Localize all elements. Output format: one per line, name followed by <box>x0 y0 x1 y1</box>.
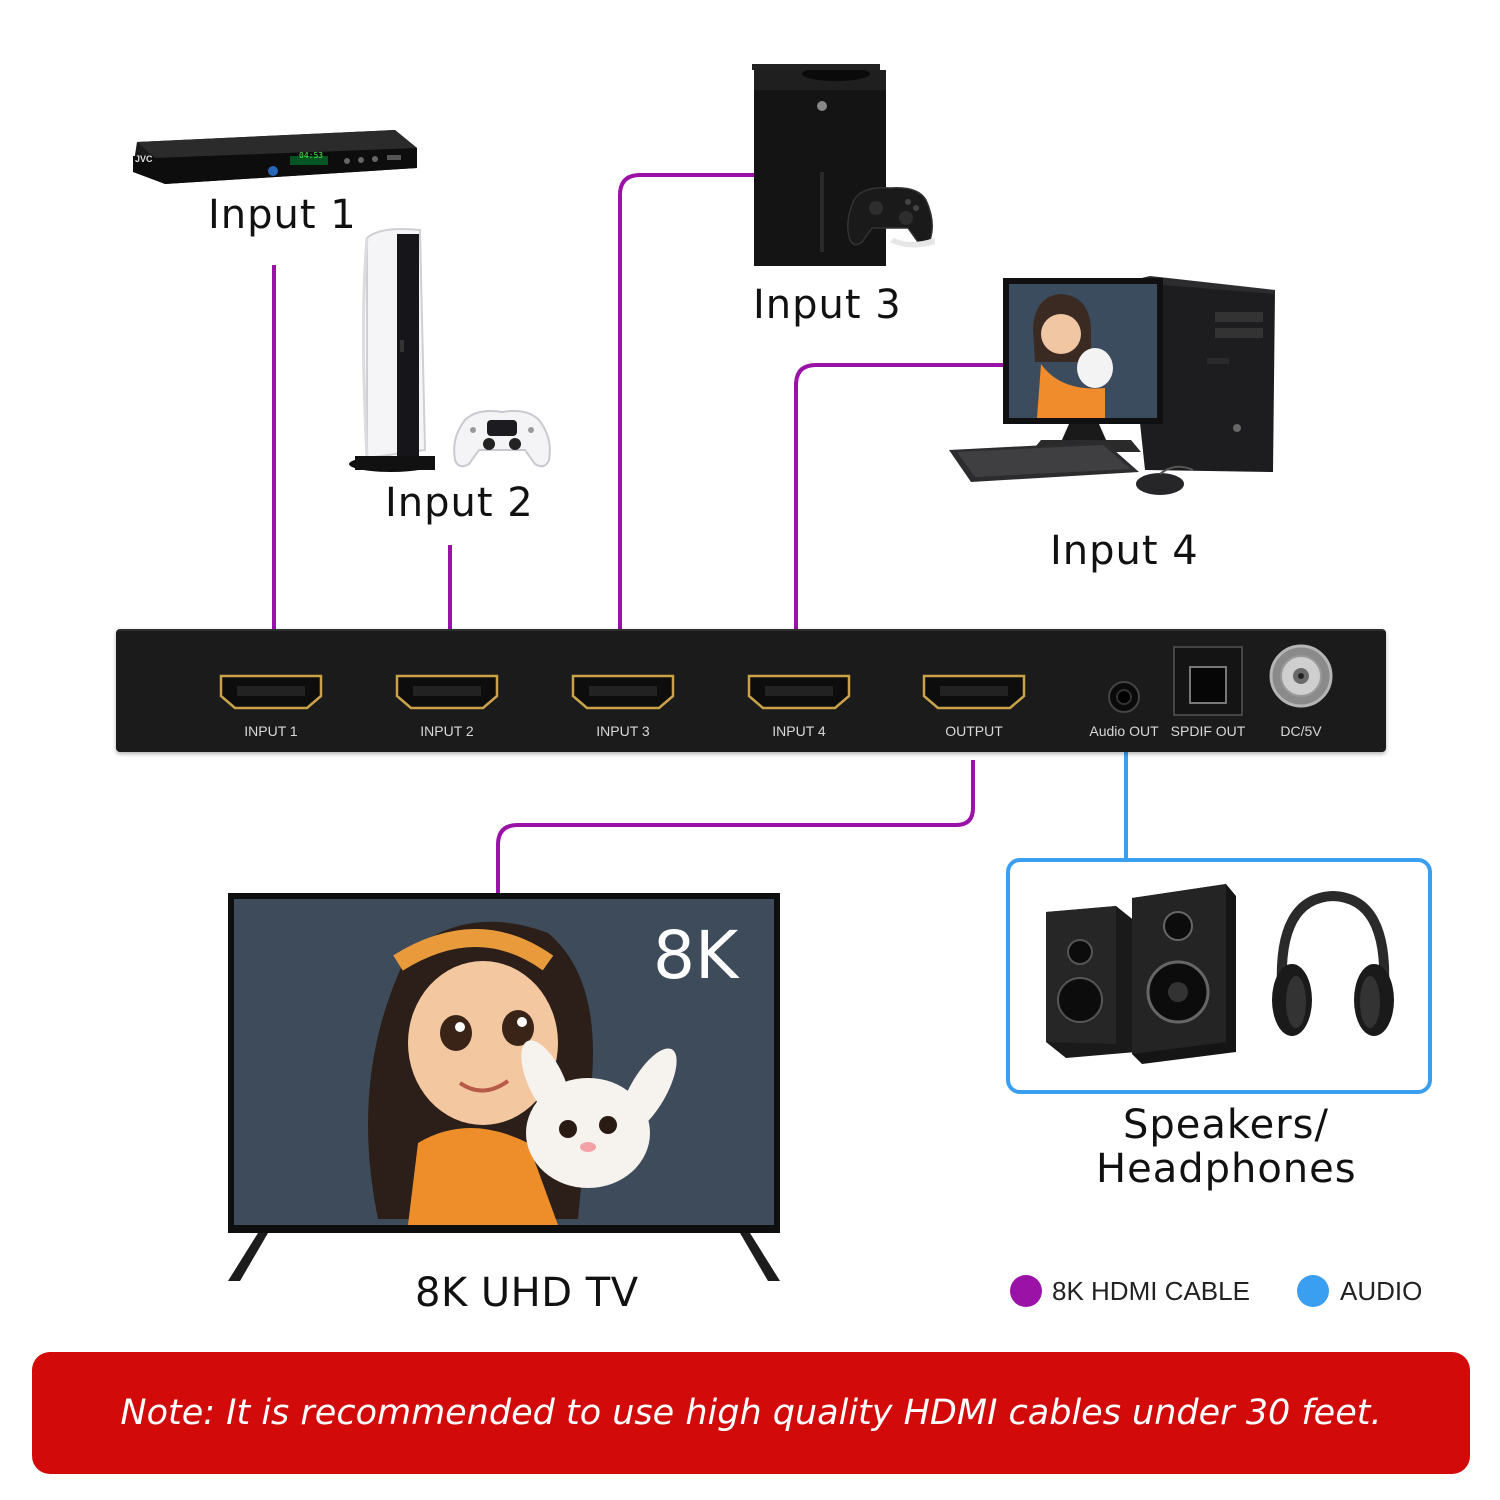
hdmi-cable-input-3 <box>618 173 760 676</box>
input-3-label: Input 3 <box>753 282 902 328</box>
player-display: 04:53 <box>299 151 324 160</box>
spdif-out-port[interactable] <box>1172 645 1244 717</box>
hdmi-cable-output <box>496 760 975 895</box>
hdmi-port-input-1[interactable] <box>219 674 323 710</box>
audio-devices-box <box>1006 858 1432 1094</box>
port-label-audio-out: Audio OUT <box>1089 723 1159 739</box>
legend-hdmi-swatch <box>1010 1275 1042 1307</box>
input-2-label: Input 2 <box>385 480 534 526</box>
input-1-label: Input 1 <box>208 192 357 238</box>
hdmi-port-output[interactable] <box>922 674 1026 710</box>
input-4-label: Input 4 <box>1050 528 1199 574</box>
console-tower-icon <box>752 64 935 266</box>
port-label-output: OUTPUT <box>945 723 1003 739</box>
legend-hdmi-label: 8K HDMI CABLE <box>1052 1276 1250 1306</box>
tv-label: 8K UHD TV <box>415 1270 639 1316</box>
port-label-spdif-out: SPDIF OUT <box>1170 723 1246 739</box>
desktop-computer-icon <box>949 276 1275 495</box>
note-banner: Note: It is recommended to use high qual… <box>32 1352 1470 1474</box>
hdmi-port-input-4[interactable] <box>747 674 851 710</box>
hdmi-port-input-2[interactable] <box>395 674 499 710</box>
legend-audio-label: AUDIO <box>1340 1276 1423 1306</box>
port-label-input-2: INPUT 2 <box>420 723 474 739</box>
game-console-icon <box>349 228 551 472</box>
tv-icon <box>228 893 780 1281</box>
port-label-input-1: INPUT 1 <box>244 723 298 739</box>
hdmi-port-input-3[interactable] <box>571 674 675 710</box>
headphones-icon <box>1272 890 1394 1036</box>
tv: 8K <box>228 893 780 1281</box>
audio-label-line-1: Speakers/ <box>1122 1102 1329 1148</box>
dc-power-port[interactable] <box>1268 643 1334 709</box>
audio-out-jack[interactable] <box>1106 679 1142 715</box>
note-text: Note: It is recommended to use high qual… <box>120 1393 1382 1433</box>
bluray-player: JVC 04:53 <box>125 120 420 195</box>
legend-audio-swatch <box>1297 1275 1329 1307</box>
tv-8k-badge: 8K <box>653 917 739 994</box>
port-label-dc-5v: DC/5V <box>1280 723 1322 739</box>
port-label-input-3: INPUT 3 <box>596 723 650 739</box>
hdmi-switch: INPUT 1 INPUT 2 INPUT 3 INPUT 4 OUTPUT A… <box>116 629 1386 752</box>
hdmi-cable-input-4 <box>794 363 1010 676</box>
port-label-input-4: INPUT 4 <box>772 723 826 739</box>
bluray-player-icon <box>133 130 417 184</box>
audio-label-line-2: Headphones <box>1096 1146 1357 1192</box>
speakers-icon <box>1046 884 1236 1064</box>
player-brand: JVC <box>135 154 153 164</box>
audio-devices-label: Speakers/ Headphones <box>1096 1103 1356 1191</box>
